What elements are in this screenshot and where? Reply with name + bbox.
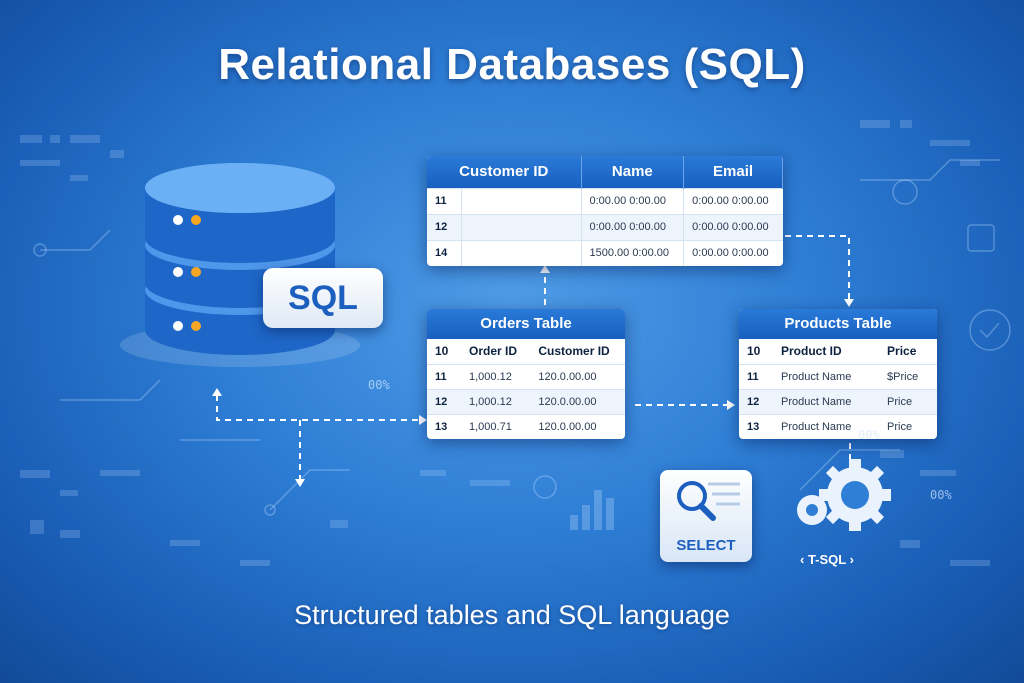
orders-table-title: Orders Table bbox=[427, 309, 625, 339]
table-cell: Price bbox=[879, 413, 937, 439]
row-id: 13 bbox=[739, 413, 773, 439]
row-id: 11 bbox=[739, 363, 773, 389]
table-cell: 120.0.00.00 bbox=[530, 388, 625, 414]
table-cell bbox=[460, 187, 581, 214]
table-row: 13 1,000.71 120.0.00.00 bbox=[427, 413, 625, 439]
select-query-card: SELECT bbox=[660, 470, 752, 562]
page-title: Relational Databases (SQL) bbox=[218, 40, 806, 89]
table-cell: 0:00.00 0:00.00 bbox=[683, 187, 783, 214]
row-id: 12 bbox=[427, 213, 461, 240]
table-cell: 120.0.00.00 bbox=[530, 413, 625, 439]
page-subtitle: Structured tables and SQL language bbox=[294, 600, 730, 630]
products-table: Products Table 10 Product ID Price 11 Pr… bbox=[739, 309, 937, 439]
table-row: 14 1500.00 0:00.00 0:00.00 0:00.00 bbox=[427, 239, 783, 266]
table-cell: Price bbox=[879, 388, 937, 414]
table-cell: 0:00.00 0:00.00 bbox=[580, 213, 684, 240]
table-row: 11 1,000.12 120.0.00.00 bbox=[427, 363, 625, 389]
column-header-customer-id: Customer ID bbox=[427, 156, 582, 188]
column-header: Order ID bbox=[461, 339, 531, 364]
row-id: 11 bbox=[427, 187, 461, 214]
table-cell: Product Name bbox=[773, 413, 880, 439]
column-header: Customer ID bbox=[530, 339, 625, 364]
search-icon bbox=[677, 481, 740, 521]
table-cell: 120.0.00.00 bbox=[530, 363, 625, 389]
column-header-email: Email bbox=[683, 156, 783, 188]
percent-label: 00% bbox=[368, 378, 390, 392]
table-row: 11 0:00.00 0:00.00 0:00.00 0:00.00 bbox=[427, 187, 783, 214]
table-cell: 1500.00 0:00.00 bbox=[580, 239, 684, 266]
table-cell bbox=[460, 239, 581, 266]
table-cell: 1,000.12 bbox=[461, 388, 531, 414]
products-table-title: Products Table bbox=[739, 309, 937, 339]
orders-table: Orders Table 10 Order ID Customer ID 11 … bbox=[427, 309, 625, 439]
column-header: 10 bbox=[739, 339, 773, 364]
table-row: 12 1,000.12 120.0.00.00 bbox=[427, 388, 625, 414]
column-header: Product ID bbox=[773, 339, 880, 364]
row-id: 14 bbox=[427, 239, 461, 266]
column-header-name: Name bbox=[581, 156, 685, 188]
table-row: 12 0:00.00 0:00.00 0:00.00 0:00.00 bbox=[427, 213, 783, 240]
table-cell: Product Name bbox=[773, 388, 880, 414]
column-header: Price bbox=[879, 339, 937, 364]
percent-label: 00% bbox=[858, 428, 880, 442]
table-cell: 0:00.00 0:00.00 bbox=[580, 187, 684, 214]
table-cell: 1,000.71 bbox=[461, 413, 531, 439]
table-row: 11 Product Name $Price bbox=[739, 363, 937, 389]
tsql-label: ‹ T-SQL › bbox=[800, 552, 854, 567]
table-cell: Product Name bbox=[773, 363, 880, 389]
percent-label: 00% bbox=[930, 488, 952, 502]
table-cell: 0:00.00 0:00.00 bbox=[683, 213, 783, 240]
row-id: 13 bbox=[427, 413, 461, 439]
table-cell: 0:00.00 0:00.00 bbox=[683, 239, 783, 266]
table-row: 13 Product Name Price bbox=[739, 413, 937, 439]
column-header: 10 bbox=[427, 339, 461, 364]
row-id: 12 bbox=[739, 388, 773, 414]
table-cell: $Price bbox=[879, 363, 937, 389]
table-row: 12 Product Name Price bbox=[739, 388, 937, 414]
table-cell bbox=[460, 213, 581, 240]
select-label: SELECT bbox=[676, 537, 736, 554]
row-id: 12 bbox=[427, 388, 461, 414]
row-id: 11 bbox=[427, 363, 461, 389]
table-cell: 1,000.12 bbox=[461, 363, 531, 389]
sql-badge: SQL bbox=[263, 268, 383, 328]
customers-table: Customer ID Name Email 11 0:00.00 0:00.0… bbox=[427, 156, 783, 266]
gear-icon bbox=[797, 459, 891, 531]
database-icon bbox=[120, 163, 360, 367]
connector-lines bbox=[216, 235, 851, 480]
